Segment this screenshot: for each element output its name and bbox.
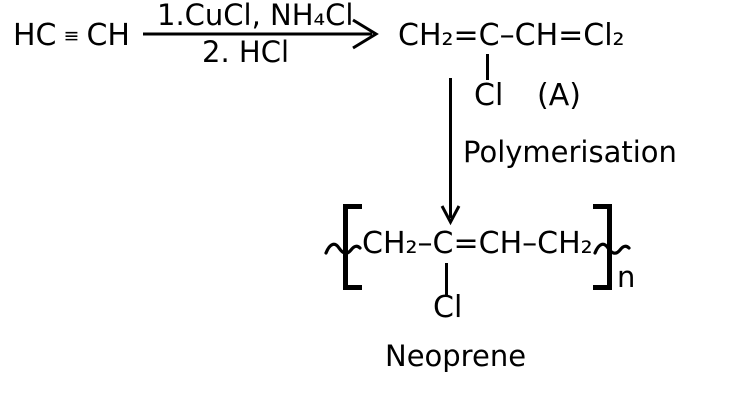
reactant-formula: HC ≡ CH	[13, 18, 130, 54]
arrow1-conditions-below: 2. HCl	[202, 35, 289, 69]
polymer-cl-bond	[445, 263, 449, 295]
compound-a-label: (A)	[537, 78, 581, 113]
polymer-name: Neoprene	[385, 339, 527, 373]
triple-bond-icon: ≡	[63, 25, 80, 48]
chain-squiggle-right-icon	[593, 242, 631, 255]
polymer-index-n: n	[617, 260, 636, 294]
reaction-arrow-right-icon	[143, 18, 379, 50]
intermediate-cl-bond	[486, 54, 490, 80]
polymer-bracket-right	[593, 204, 612, 290]
intermediate-formula: CH₂=C–CH=Cl₂	[398, 18, 625, 53]
intermediate-substituent-label: Cl	[474, 78, 504, 113]
arrow1-conditions-above: 1.CuCl, NH₄Cl	[157, 0, 354, 32]
reactant-left-group: HC	[13, 18, 57, 53]
polymerisation-arrow-down-icon	[440, 78, 461, 226]
reactant-right-group: CH	[86, 18, 130, 53]
polymer-bracket-left	[343, 204, 362, 290]
polymerisation-label: Polymerisation	[463, 135, 677, 169]
polymer-substituent-label: Cl	[433, 290, 463, 325]
chain-squiggle-left-icon	[324, 242, 362, 255]
polymer-repeat-unit-formula: CH₂–C=CH–CH₂	[362, 226, 593, 261]
